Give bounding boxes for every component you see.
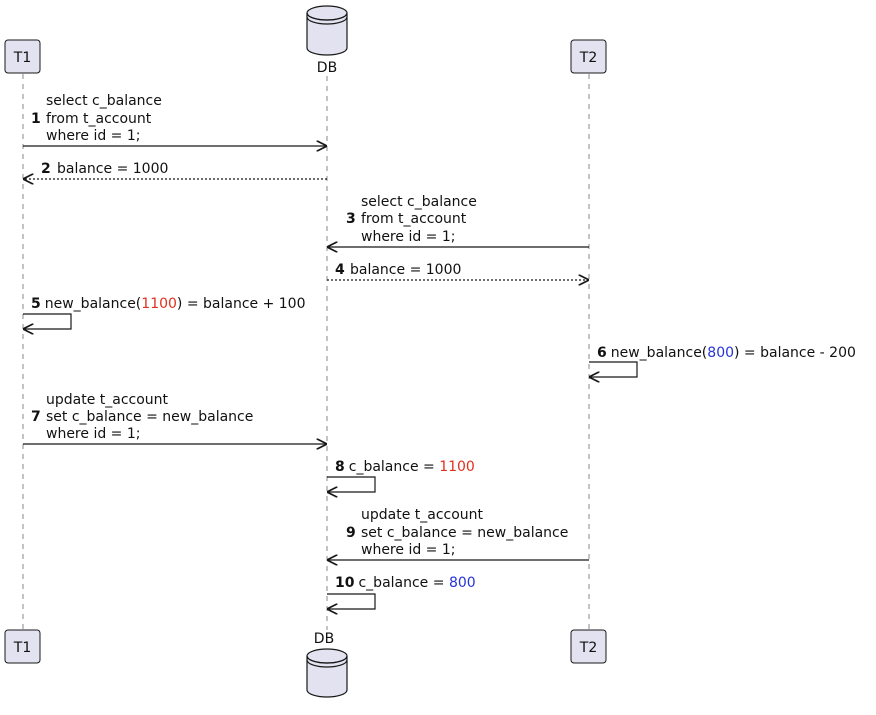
message-line: where id = 1;	[46, 426, 140, 442]
message-3: select c_balance 3 from t_account where …	[328, 194, 589, 247]
highlight-value: 800	[449, 575, 476, 591]
message-line: where id = 1;	[46, 128, 140, 144]
message-line: from t_account	[46, 111, 152, 127]
message-line: update t_account	[46, 392, 169, 408]
message-line: update t_account	[361, 507, 484, 523]
message-4: 4 balance = 1000	[327, 262, 588, 280]
participant-db-label: DB	[314, 631, 334, 647]
message-number: 9	[346, 525, 356, 541]
message-number: 10	[335, 575, 355, 591]
message-7: update t_account 7 set c_balance = new_b…	[23, 392, 326, 444]
participant-db-label: DB	[317, 60, 337, 76]
highlight-value: 1100	[141, 296, 177, 312]
participant-t1-top: T1	[4, 39, 41, 74]
participant-db-bottom: DB	[306, 631, 348, 698]
message-number: 2	[41, 161, 51, 177]
message-1: select c_balance 1 from t_account where …	[23, 93, 326, 146]
highlight-value: 800	[707, 345, 734, 361]
participant-t2-label: T2	[579, 640, 597, 656]
participant-t2-top: T2	[570, 39, 607, 74]
message-number: 5	[31, 296, 41, 312]
message-number: 7	[31, 409, 41, 425]
message-line: set c_balance = new_balance	[361, 525, 568, 541]
participant-t1-label: T1	[13, 50, 31, 66]
message-line: from t_account	[361, 211, 467, 227]
participant-t2-label: T2	[579, 50, 597, 66]
message-9: update t_account 9 set c_balance = new_b…	[328, 507, 589, 560]
message-line: where id = 1;	[361, 229, 455, 245]
message-number: 1	[31, 111, 41, 127]
message-line: where id = 1;	[361, 542, 455, 558]
participant-t1-bottom: T1	[4, 629, 41, 664]
message-number: 6	[597, 345, 607, 361]
participant-t1-label: T1	[13, 640, 31, 656]
message-line: select c_balance	[46, 93, 162, 109]
message-line: select c_balance	[361, 194, 477, 210]
message-number: 8	[335, 459, 345, 475]
message-line: balance = 1000	[350, 262, 461, 278]
message-line: balance = 1000	[57, 161, 168, 177]
participant-t2-bottom: T2	[570, 629, 607, 664]
message-number: 3	[346, 211, 356, 227]
message-line: set c_balance = new_balance	[46, 409, 253, 425]
participant-db-top: DB	[306, 5, 348, 76]
highlight-value: 1100	[439, 459, 475, 475]
message-2: 2 balance = 1000	[24, 161, 327, 179]
message-number: 4	[335, 262, 345, 278]
